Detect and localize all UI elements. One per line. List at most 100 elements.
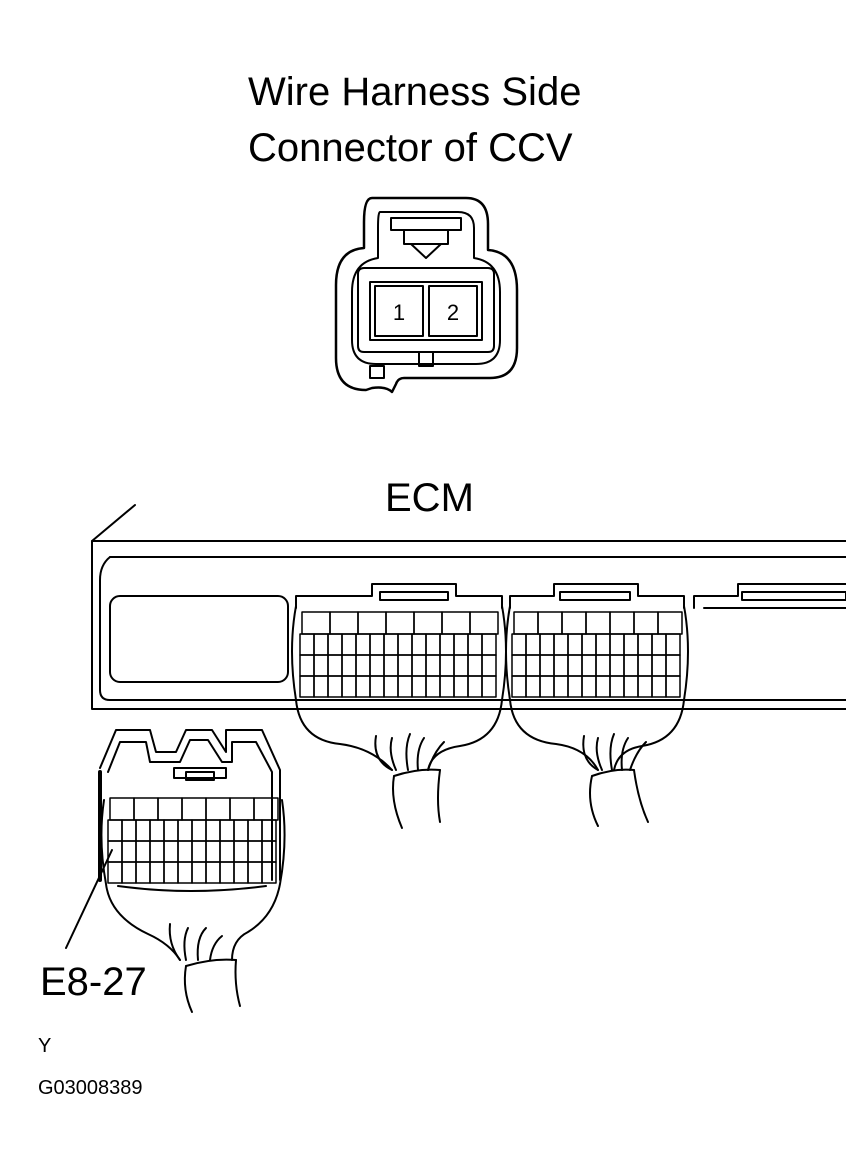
ecm-connector-b-pin-cavity xyxy=(665,633,681,656)
ecm-connector-b-pin-cavity xyxy=(637,633,653,656)
harness-connector-e8 xyxy=(98,729,286,1013)
harness-connector-e8-pin-cavity xyxy=(219,861,235,884)
ecm-connector-a-pin-cavity xyxy=(439,654,455,677)
ecm-connector-a-pin-cavity xyxy=(299,654,315,677)
harness-connector-e8-pin-cavity xyxy=(157,797,183,821)
ecm-connector-b-pin-cavity xyxy=(657,611,683,635)
harness-connector-e8-pin-cavity xyxy=(121,861,137,884)
harness-connector-e8-pin-cavity xyxy=(247,819,263,842)
ecm-connector-a-pin-cavity xyxy=(467,654,483,677)
ecm-connector-a-pin-cavity xyxy=(441,611,471,635)
harness-connector-e8-pin-cavity xyxy=(135,819,151,842)
ecm-connector-b-pin-cavity xyxy=(581,633,597,656)
ecm-connector-b-pin-cavity xyxy=(511,654,527,677)
ecm-connector-a-pin-cavity xyxy=(481,675,497,698)
footer-code: Y xyxy=(38,1035,52,1057)
ecm-connector-b-pin-cavity xyxy=(637,675,653,698)
ecm-connector-a-pin-cavity xyxy=(301,611,331,635)
ecm-connector-b-pin-cavity xyxy=(637,654,653,677)
ecm-connector-a-pin-cavity xyxy=(341,675,357,698)
harness-connector-e8-pin-cavity xyxy=(247,861,263,884)
ccv-pin-1-label: 1 xyxy=(393,300,405,325)
ecm-connector-a-pin-cavity xyxy=(355,675,371,698)
harness-connector-e8-pin-cavity xyxy=(107,861,123,884)
ecm-connector-b-pin-cavity xyxy=(567,633,583,656)
harness-connector-e8-pin-cavity xyxy=(261,861,277,884)
ecm-connector-b-pin-cavity xyxy=(513,611,539,635)
ecm-connector-a-pin-cavity xyxy=(425,633,441,656)
ecm-connector-b-pin-cavity xyxy=(633,611,659,635)
ecm-connector-a-pin-cavity xyxy=(327,654,343,677)
ecm-connector-c xyxy=(693,583,846,609)
ecm-connector-a-pin-cavity xyxy=(341,633,357,656)
harness-connector-e8-pin-cavity xyxy=(107,819,123,842)
pin-callout-label: E8-27 xyxy=(40,960,147,1004)
harness-connector-e8-pin-cavity xyxy=(177,861,193,884)
ecm-connector-b-pin-cavity xyxy=(595,675,611,698)
ecm-connector-a-pin-cavity xyxy=(369,654,385,677)
ecm-connector-b-pin-cavity xyxy=(623,675,639,698)
ecm-connector-a-pin-cavity xyxy=(383,654,399,677)
harness-connector-e8-pin-cavity xyxy=(121,840,137,863)
ecm-connector-a-pin-cavity xyxy=(385,611,415,635)
ecm-connector-b-pin-cavity xyxy=(525,633,541,656)
ecm-connector-a-pin-cavity xyxy=(411,654,427,677)
harness-connector-e8-pin-cavity xyxy=(177,840,193,863)
harness-connector-e8-pin-cavity xyxy=(109,797,135,821)
ecm-connector-b-pin-cavity xyxy=(623,633,639,656)
ccv-connector xyxy=(334,196,519,394)
harness-connector-e8-pin-cavity xyxy=(253,797,279,821)
ccv-pin-2-label: 2 xyxy=(447,300,459,325)
ecm-connector-a-pin-cavity xyxy=(481,633,497,656)
ecm-connector-a-pin-cavity xyxy=(327,675,343,698)
ecm-connector-a-pin-cavity xyxy=(467,675,483,698)
ecm-connector-a-pin-cavity xyxy=(329,611,359,635)
ecm-connector-a-pin-cavity xyxy=(453,675,469,698)
ecm-connector-a-pin-cavity xyxy=(413,611,443,635)
ecm-connector-b-pin-cavity xyxy=(511,675,527,698)
ecm-connector-a-pin-cavity xyxy=(369,675,385,698)
ecm-connector-b-pin-cavity xyxy=(581,654,597,677)
ecm-connector-a-pin-cavity xyxy=(397,675,413,698)
harness-connector-e8-pin-cavity xyxy=(219,819,235,842)
harness-connector-e8-pin-cavity xyxy=(149,819,165,842)
ecm-connector-b-pin-cavity xyxy=(651,675,667,698)
ecm-connector-a-pin-cavity xyxy=(299,675,315,698)
ecm-connector-b-pin-cavity xyxy=(609,611,635,635)
ecm-connector-a-pin-cavity xyxy=(313,633,329,656)
ecm-connector-b-pin-cavity xyxy=(665,654,681,677)
ecm-connector-a-pin-cavity xyxy=(425,675,441,698)
ecm-connector-b-pin-cavity xyxy=(553,675,569,698)
ecm-connector-a-pin-cavity xyxy=(397,654,413,677)
harness-connector-e8-pin-cavity xyxy=(121,819,137,842)
ecm-connector-a-pin-cavity xyxy=(341,654,357,677)
ecm-connector-b-pin-cavity xyxy=(525,654,541,677)
harness-connector-e8-pin-cavity xyxy=(133,797,159,821)
ecm-connector-b-pin-cavity xyxy=(623,654,639,677)
ecm-connector-a-pin-cavity xyxy=(425,654,441,677)
ecm-connector-a xyxy=(291,583,507,829)
ecm-connector-b-pin-cavity xyxy=(609,675,625,698)
ecm-connector-b-pin-cavity xyxy=(651,633,667,656)
ecm-connector-a-pin-cavity xyxy=(439,633,455,656)
ecm-connector-a-pin-cavity xyxy=(481,654,497,677)
harness-connector-e8-pin-cavity xyxy=(205,861,221,884)
ecm-connector-a-pin-cavity xyxy=(383,675,399,698)
harness-connector-e8-pin-cavity xyxy=(191,861,207,884)
ecm-connector-b-pin-cavity xyxy=(585,611,611,635)
ecm-connector-a-pin-cavity xyxy=(355,633,371,656)
pin-callout-leader xyxy=(65,849,113,949)
ecm-connector-a-pin-cavity xyxy=(453,654,469,677)
ecm-connector-b-pin-cavity xyxy=(553,633,569,656)
ecm-connector-b-pin-cavity xyxy=(665,675,681,698)
harness-connector-e8-pin-cavity xyxy=(205,840,221,863)
ecm-connector-a-pin-cavity xyxy=(469,611,499,635)
harness-connector-e8-pin-cavity xyxy=(107,840,123,863)
ecm-connector-b-pin-cavity xyxy=(537,611,563,635)
ecm-label: ECM xyxy=(385,476,474,520)
ecm-connector-b-pin-cavity xyxy=(651,654,667,677)
ecm-connector-b-pin-cavity xyxy=(595,654,611,677)
harness-connector-e8-pin-cavity xyxy=(233,861,249,884)
ecm-connector-b xyxy=(505,583,689,827)
ecm-connector-b-pin-cavity xyxy=(511,633,527,656)
